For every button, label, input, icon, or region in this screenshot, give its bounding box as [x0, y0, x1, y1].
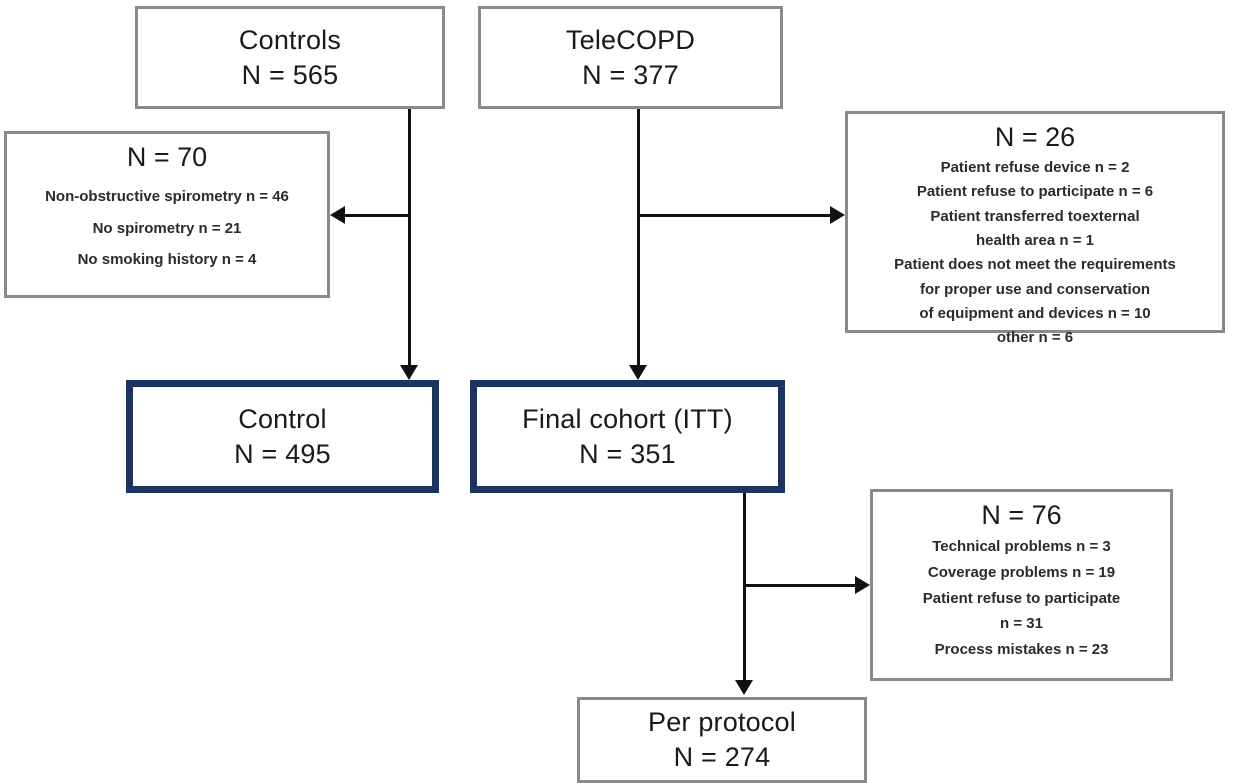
node-control-final-count: N = 495 — [234, 438, 331, 469]
exclusion-per-protocol-reason-3: Patient refuse to participate — [922, 589, 1121, 607]
exclusion-controls-reason-1: Non-obstructive spirometry n = 46 — [45, 188, 289, 206]
node-control-final-title: Control — [238, 403, 327, 434]
connector-controls-to-control-line — [408, 109, 411, 367]
connector-final-cohort-to-per-protocol-line — [743, 493, 746, 682]
node-telecopd-count: N = 377 — [582, 59, 679, 90]
node-exclusion-telecopd: N = 26 Patient refuse device n = 2 Patie… — [845, 111, 1225, 346]
node-final-cohort-count: N = 351 — [579, 438, 676, 469]
node-controls-title: Controls — [238, 24, 342, 55]
exclusion-per-protocol-reason-2: Coverage problems n = 19 — [927, 563, 1116, 581]
connector-controls-to-exclusion-line — [345, 214, 409, 217]
node-controls-count: N = 565 — [241, 59, 339, 90]
exclusion-telecopd-reason-5: Patient does not meet the requirements — [894, 256, 1176, 274]
node-control-final: Control N = 495 — [126, 380, 439, 493]
exclusion-telecopd-reason-7: of equipment and devices n = 10 — [919, 304, 1151, 322]
exclusion-per-protocol-reason-1: Technical problems n = 3 — [932, 538, 1111, 556]
connector-final-cohort-to-exclusion-arrowhead — [855, 576, 870, 594]
connector-telecopd-to-exclusion-line — [637, 214, 831, 217]
connector-final-cohort-to-exclusion-line — [743, 584, 856, 587]
node-per-protocol-title: Per protocol — [648, 707, 796, 738]
connector-telecopd-to-exclusion-arrowhead — [830, 206, 845, 224]
exclusion-telecopd-reason-6: for proper use and conservation — [919, 280, 1151, 298]
exclusion-telecopd-reason-4: health area n = 1 — [976, 231, 1094, 249]
exclusion-per-protocol-reason-4: n = 31 — [1000, 615, 1043, 633]
exclusion-controls-reason-3: No smoking history n = 4 — [77, 251, 257, 269]
node-telecopd: TeleCOPD N = 377 — [478, 6, 783, 109]
exclusion-telecopd-reason-3: Patient transferred toexternal — [930, 207, 1140, 225]
exclusion-controls-heading: N = 70 — [126, 142, 208, 172]
node-exclusion-per-protocol: N = 76 Technical problems n = 3 Coverage… — [870, 489, 1173, 681]
node-telecopd-title: TeleCOPD — [565, 24, 696, 55]
exclusion-per-protocol-reason-5: Process mistakes n = 23 — [934, 641, 1109, 659]
exclusion-telecopd-reason-1: Patient refuse device n = 2 — [940, 159, 1130, 177]
node-controls: Controls N = 565 — [135, 6, 445, 109]
exclusion-telecopd-reason-2: Patient refuse to participate n = 6 — [916, 183, 1154, 201]
connector-controls-to-exclusion-arrowhead — [330, 206, 345, 224]
connector-controls-to-control-arrowhead — [400, 365, 418, 380]
exclusion-telecopd-reason-8: other n = 6 — [996, 329, 1074, 347]
node-per-protocol-count: N = 274 — [673, 742, 771, 772]
exclusion-per-protocol-heading: N = 76 — [981, 500, 1062, 530]
connector-telecopd-to-final-cohort-arrowhead — [629, 365, 647, 380]
exclusion-controls-reason-2: No spirometry n = 21 — [92, 219, 242, 237]
node-final-cohort: Final cohort (ITT) N = 351 — [470, 380, 785, 493]
connector-telecopd-to-final-cohort-line — [637, 109, 640, 367]
connector-final-cohort-to-per-protocol-arrowhead — [735, 680, 753, 695]
exclusion-telecopd-heading: N = 26 — [994, 122, 1076, 152]
node-final-cohort-title: Final cohort (ITT) — [522, 403, 733, 434]
node-per-protocol: Per protocol N = 274 — [577, 697, 867, 783]
node-exclusion-controls: N = 70 Non-obstructive spirometry n = 46… — [4, 131, 330, 298]
